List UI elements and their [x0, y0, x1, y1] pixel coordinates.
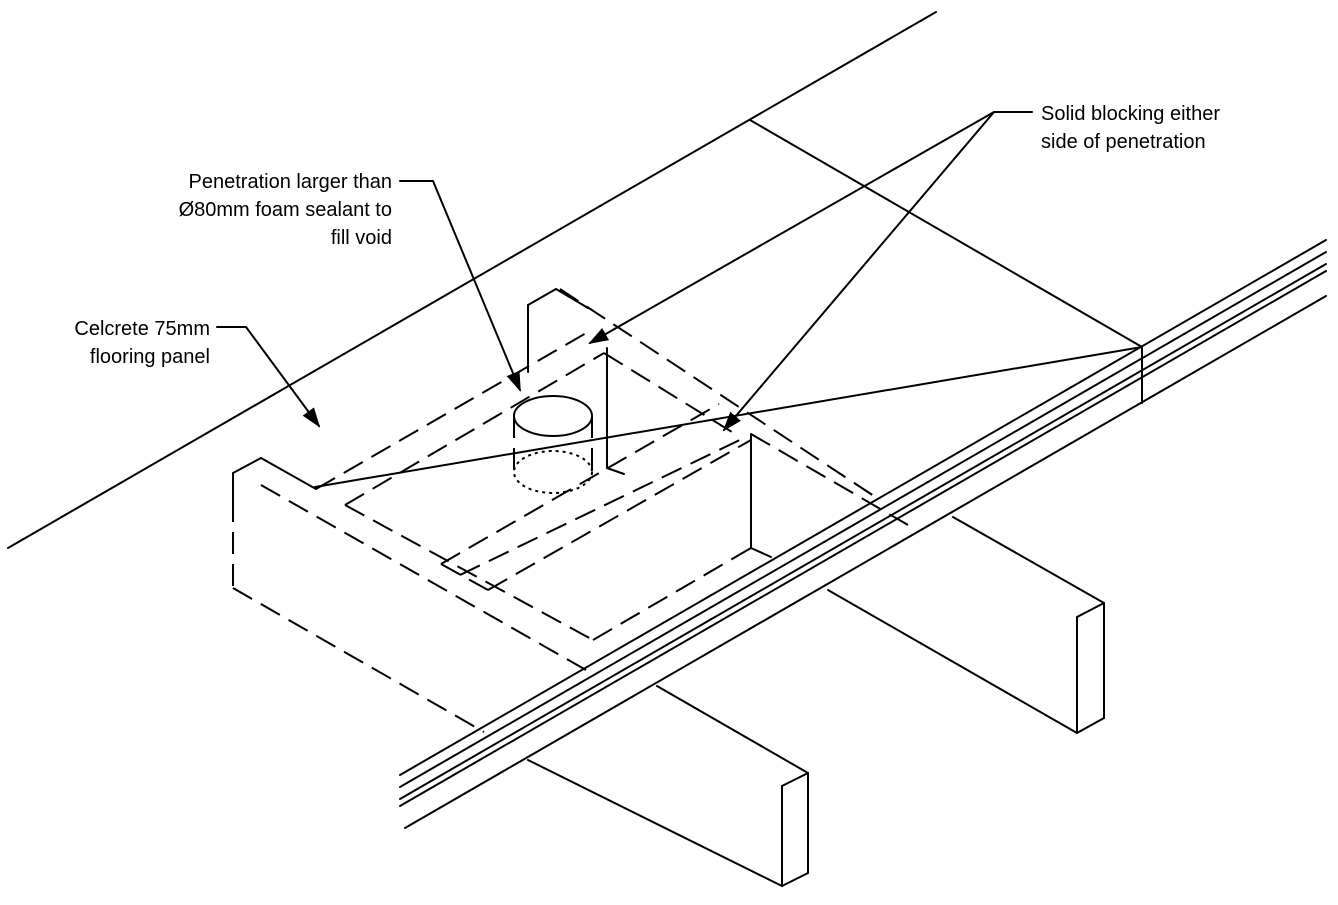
pipe-penetration	[513, 395, 593, 494]
panel-label-line-2: flooring panel	[90, 346, 210, 368]
penetration-label-line-3: fill void	[331, 227, 392, 249]
floor-joist-back	[827, 516, 1105, 734]
solid-blocking-solid-edges	[232, 288, 772, 558]
hidden-framing-lines	[232, 288, 909, 733]
leader-lines	[216, 111, 1033, 432]
callout-blocking: Solid blocking either side of penetratio…	[1041, 103, 1220, 153]
blocking-label-line-1: Solid blocking either	[1041, 103, 1220, 125]
penetration-label-line-2: Ø80mm foam sealant to	[179, 199, 392, 221]
panel-label-line-1: Celcrete 75mm	[74, 318, 210, 340]
floor-joist-front	[527, 685, 809, 887]
callout-panel: Celcrete 75mm flooring panel	[74, 318, 210, 368]
blocking-label-line-2: side of penetration	[1041, 131, 1206, 153]
timber-beam	[399, 239, 1327, 829]
callout-penetration: Penetration larger than Ø80mm foam seala…	[179, 171, 392, 249]
penetration-label-line-1: Penetration larger than	[189, 171, 392, 193]
